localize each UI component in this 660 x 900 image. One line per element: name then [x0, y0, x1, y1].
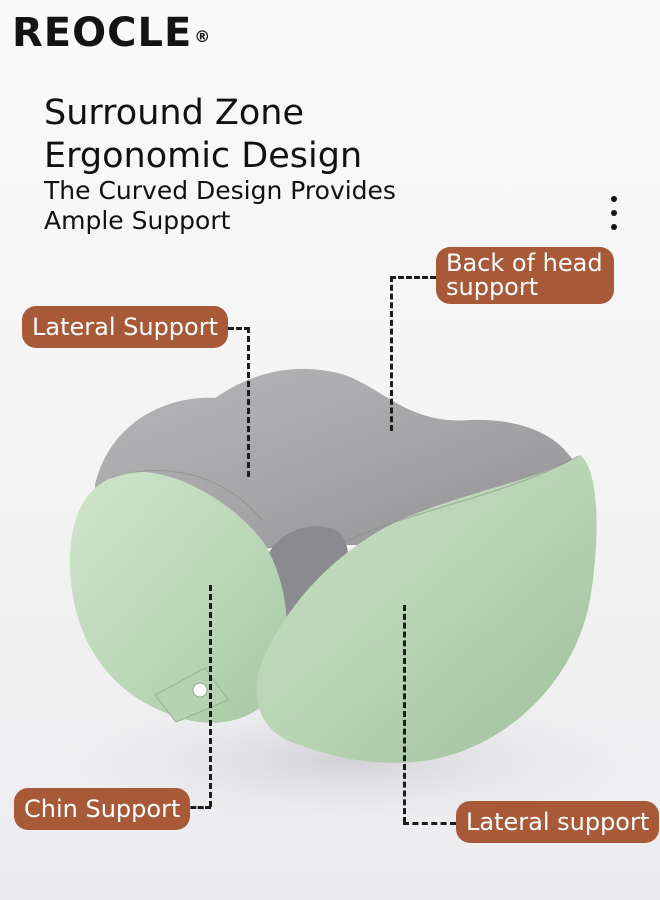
label-back-line-1: Back of head: [446, 249, 603, 277]
leader-back-h: [390, 276, 436, 279]
label-lateral-support-bottom: Lateral support: [456, 801, 660, 843]
subheadline-line-1: The Curved Design Provides: [44, 176, 396, 205]
subheadline-line-2: Ample Support: [44, 206, 231, 235]
headline-line-1: Surround Zone: [44, 93, 305, 133]
label-lateral-support: Lateral Support: [22, 306, 228, 348]
leader-lateral-bottom-h: [403, 822, 456, 825]
more-vertical-icon[interactable]: [606, 196, 622, 230]
headline-line-2: Ergonomic Design: [44, 136, 363, 176]
subheadline: The Curved Design Provides Ample Support: [44, 176, 396, 236]
leader-lateral-bottom-v: [403, 605, 406, 823]
registered-mark: ®: [194, 27, 212, 46]
leader-lateral-top-v: [247, 327, 250, 477]
leader-chin-v: [209, 585, 212, 807]
label-back-of-head-support: Back of head support: [436, 247, 614, 304]
leader-chin-h: [183, 806, 211, 809]
leader-back-v: [390, 276, 393, 431]
brand-logo: REOCLE®: [12, 8, 211, 58]
label-chin-support: Chin Support: [14, 788, 191, 830]
brand-name: REOCLE: [12, 10, 193, 56]
headline: Surround Zone Ergonomic Design: [44, 92, 362, 178]
leader-lateral-top-h: [220, 327, 250, 330]
label-back-line-2: support: [446, 273, 539, 301]
